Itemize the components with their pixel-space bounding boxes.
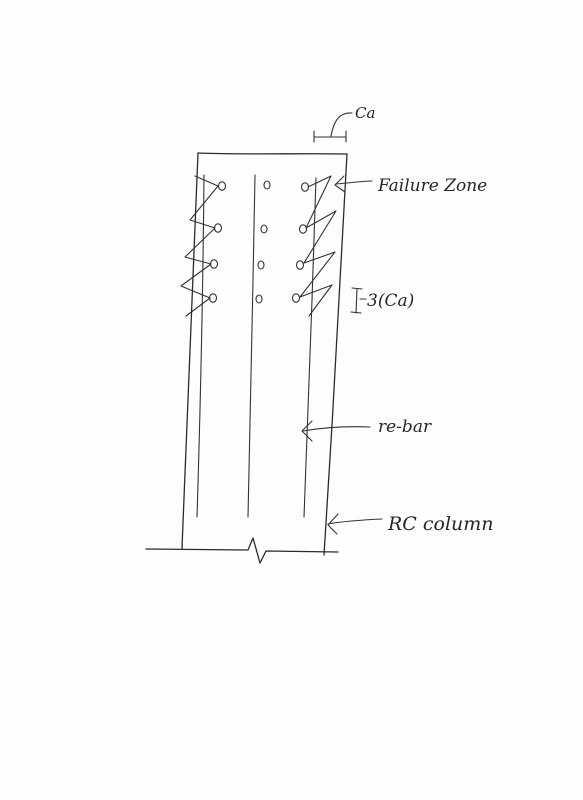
column-arrow bbox=[327, 513, 383, 535]
anchor-hole bbox=[291, 293, 301, 303]
rebar-arrow bbox=[301, 420, 371, 442]
rebar-label: re-bar bbox=[378, 417, 432, 437]
anchor-hole bbox=[263, 180, 271, 190]
spacing-label: 3(Ca) bbox=[367, 291, 414, 311]
spacing-dimension bbox=[350, 287, 367, 314]
arrow-head bbox=[334, 175, 346, 193]
ca-dimension bbox=[313, 112, 353, 143]
arrow-shaft bbox=[302, 426, 371, 432]
anchor-hole bbox=[255, 294, 263, 304]
anchor-hole bbox=[295, 260, 305, 270]
failure-zone-left bbox=[180, 175, 219, 317]
anchor-hole bbox=[217, 181, 227, 191]
arrow-head bbox=[327, 513, 339, 535]
arrow-shaft bbox=[327, 518, 383, 525]
rebar-middle bbox=[247, 174, 256, 518]
anchor-holes bbox=[208, 180, 310, 304]
arrow-shaft bbox=[335, 180, 373, 185]
rebar-left bbox=[196, 174, 205, 518]
anchor-hole bbox=[260, 224, 268, 234]
ca-label: Ca bbox=[355, 104, 375, 122]
failure-zone-right bbox=[299, 175, 337, 317]
failure-zone-arrow bbox=[334, 175, 373, 193]
base-break-line bbox=[145, 537, 339, 564]
column-label: RC column bbox=[387, 513, 494, 535]
column-right-edge bbox=[323, 153, 348, 556]
failure-zone-label: Failure Zone bbox=[377, 176, 487, 196]
anchor-hole bbox=[257, 260, 265, 270]
column-left-edge bbox=[181, 152, 199, 550]
rebar-right bbox=[303, 177, 317, 518]
arrow-head bbox=[301, 420, 313, 442]
column-top-edge bbox=[197, 152, 348, 155]
leader-line bbox=[330, 112, 353, 137]
dimension-line bbox=[355, 288, 358, 314]
anchor-hole bbox=[298, 224, 308, 234]
column-outline bbox=[181, 152, 348, 556]
